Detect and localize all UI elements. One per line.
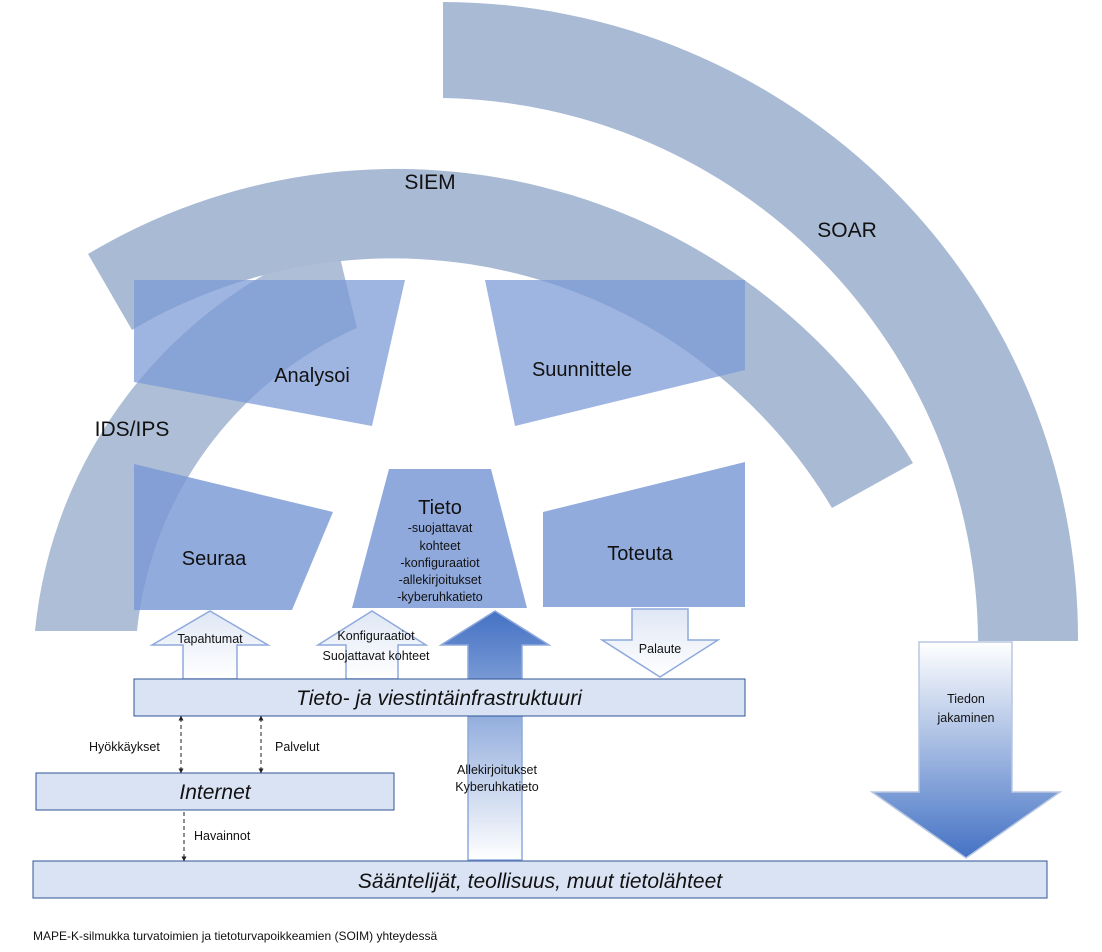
- palaute-label: Palaute: [639, 642, 681, 656]
- infra-label: Tieto- ja viestintäinfrastruktuuri: [296, 687, 583, 710]
- kyberuhkatieto-label: Kyberuhkatieto: [455, 780, 538, 794]
- tieto-item: kohteet: [419, 539, 461, 553]
- suunnittele-shape: [485, 280, 745, 426]
- tieto-item: -allekirjoitukset: [399, 573, 482, 587]
- hyokkaykset-label: Hyökkäykset: [89, 740, 160, 754]
- tieto-item: -suojattavat: [408, 521, 473, 535]
- tieto-title: Tieto: [418, 497, 462, 519]
- tieto-item: -kyberuhkatieto: [397, 590, 483, 604]
- konfiguraatiot-arrow: [315, 610, 429, 680]
- tieto-shape: [352, 469, 527, 608]
- suojattavat-kohteet-label: Suojattavat kohteet: [322, 649, 430, 663]
- ids-ips-label: IDS/IPS: [95, 418, 170, 441]
- infra-box: [133, 678, 746, 717]
- suunnittele-label: Suunnittele: [532, 359, 632, 381]
- allekirjoitukset-arrow: [438, 610, 552, 861]
- jakaminen-label: jakaminen: [937, 711, 995, 725]
- palvelut-label: Palvelut: [275, 740, 320, 754]
- saantelijat-box: [32, 860, 1048, 899]
- konfiguraatiot-label: Konfiguraatiot: [337, 629, 415, 643]
- toteuta-label: Toteuta: [607, 543, 673, 565]
- tapahtumat-label: Tapahtumat: [177, 632, 243, 646]
- palaute-arrow: [599, 608, 721, 678]
- tiedon-jakaminen-arrow: [869, 641, 1063, 859]
- siem-label: SIEM: [404, 171, 455, 194]
- toteuta-shape: [543, 462, 745, 607]
- internet-box: [35, 772, 395, 811]
- tiedon-label: Tiedon: [947, 692, 985, 706]
- saantelijat-label: Sääntelijät, teollisuus, muut tietolähte…: [358, 870, 723, 893]
- analysoi-label: Analysoi: [274, 365, 350, 387]
- seuraa-label: Seuraa: [182, 548, 247, 570]
- seuraa-shape: [134, 464, 333, 610]
- soar-label: SOAR: [817, 219, 877, 242]
- soar-arc: [443, 2, 1079, 641]
- siem-arc: [88, 168, 913, 509]
- havainnot-label: Havainnot: [194, 829, 251, 843]
- allekirjoitukset-label: Allekirjoitukset: [457, 763, 537, 777]
- tieto-item: -konfiguraatiot: [400, 556, 480, 570]
- internet-label: Internet: [179, 781, 251, 804]
- figure-caption: MAPE-K-silmukka turvatoimien ja tietotur…: [33, 929, 437, 943]
- analysoi-shape: [134, 280, 405, 426]
